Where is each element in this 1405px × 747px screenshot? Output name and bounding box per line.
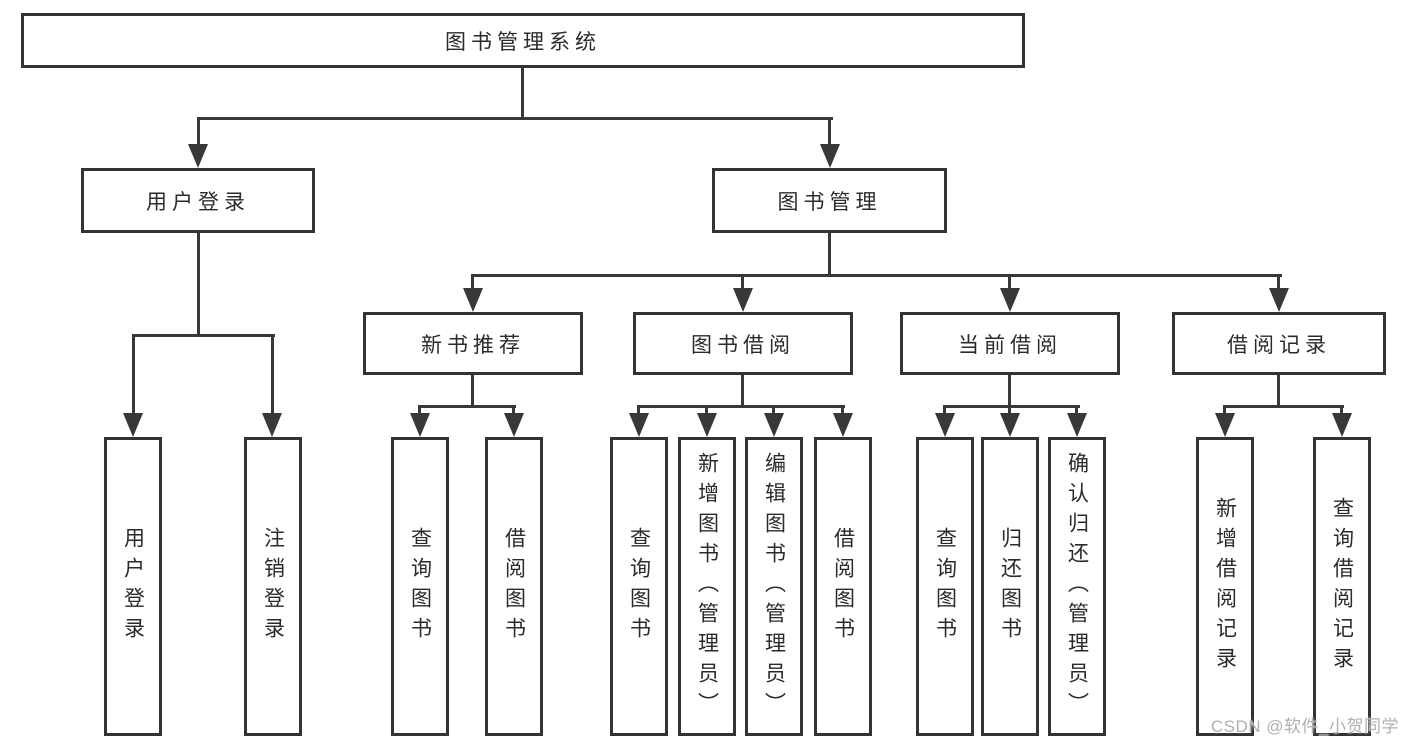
arrowhead-down-icon bbox=[1067, 413, 1087, 437]
connector-line bbox=[1340, 405, 1343, 417]
connector-line bbox=[471, 372, 474, 408]
arrowhead-down-icon bbox=[764, 413, 784, 437]
node-new-book-recommend-label: 新书推荐 bbox=[421, 333, 525, 357]
leaf-user-login: 用户登录 bbox=[104, 437, 162, 736]
node-book-borrow: 图书借阅 bbox=[633, 312, 853, 375]
leaf-confirm-return-admin-label: 确认归还（管理员） bbox=[1065, 451, 1089, 722]
arrowhead-down-icon bbox=[629, 413, 649, 437]
node-user-login: 用户登录 bbox=[81, 168, 315, 233]
arrowhead-down-icon bbox=[1269, 288, 1289, 312]
connector-line bbox=[828, 230, 831, 277]
leaf-logout-label: 注销登录 bbox=[261, 526, 285, 647]
connector-line bbox=[1277, 274, 1280, 293]
leaf-query-books-recommend-label: 查询图书 bbox=[408, 526, 432, 647]
arrowhead-down-icon bbox=[1000, 413, 1020, 437]
connector-line bbox=[841, 405, 844, 417]
arrowhead-down-icon bbox=[697, 413, 717, 437]
leaf-user-login-label: 用户登录 bbox=[121, 526, 145, 647]
connector-line bbox=[132, 334, 275, 337]
connector-line bbox=[197, 117, 833, 120]
leaf-query-borrow-record: 查询借阅记录 bbox=[1313, 437, 1371, 736]
connector-line bbox=[1075, 405, 1078, 417]
connector-line bbox=[637, 405, 845, 408]
arrowhead-down-icon bbox=[1000, 288, 1020, 312]
connector-line bbox=[197, 230, 200, 337]
leaf-add-borrow-record: 新增借阅记录 bbox=[1196, 437, 1254, 736]
leaf-borrow-books-recommend: 借阅图书 bbox=[485, 437, 543, 736]
connector-line bbox=[132, 334, 135, 416]
arrowhead-down-icon bbox=[833, 413, 853, 437]
arrowhead-down-icon bbox=[123, 413, 143, 437]
arrowhead-down-icon bbox=[1332, 413, 1352, 437]
node-user-login-label: 用户登录 bbox=[146, 190, 250, 214]
connector-line bbox=[1223, 405, 1344, 408]
leaf-return-book: 归还图书 bbox=[981, 437, 1039, 736]
node-book-borrow-label: 图书借阅 bbox=[691, 333, 795, 357]
arrowhead-down-icon bbox=[1215, 413, 1235, 437]
leaf-query-books-recommend: 查询图书 bbox=[391, 437, 449, 736]
node-new-book-recommend: 新书推荐 bbox=[363, 312, 583, 375]
arrowhead-down-icon bbox=[262, 413, 282, 437]
connector-line bbox=[772, 405, 775, 417]
leaf-query-books-borrow-label: 查询图书 bbox=[627, 526, 651, 647]
leaf-edit-book-admin-label: 编辑图书（管理员） bbox=[762, 451, 786, 722]
connector-line bbox=[828, 117, 831, 147]
node-current-borrow: 当前借阅 bbox=[900, 312, 1120, 375]
connector-line bbox=[705, 405, 708, 417]
leaf-query-books-current-label: 查询图书 bbox=[933, 526, 957, 647]
leaf-query-borrow-record-label: 查询借阅记录 bbox=[1330, 496, 1354, 677]
leaf-borrow-books-2: 借阅图书 bbox=[814, 437, 872, 736]
connector-line bbox=[943, 405, 946, 417]
arrowhead-down-icon bbox=[733, 288, 753, 312]
arrowhead-down-icon bbox=[410, 413, 430, 437]
connector-line bbox=[521, 65, 524, 119]
leaf-borrow-books-recommend-label: 借阅图书 bbox=[502, 526, 526, 647]
connector-line bbox=[943, 405, 1080, 408]
connector-line bbox=[197, 117, 200, 147]
arrowhead-down-icon bbox=[935, 413, 955, 437]
arrowhead-down-icon bbox=[504, 413, 524, 437]
leaf-query-books-borrow: 查询图书 bbox=[610, 437, 668, 736]
connector-line bbox=[418, 405, 421, 417]
leaf-return-book-label: 归还图书 bbox=[998, 526, 1022, 647]
connector-line bbox=[471, 274, 474, 293]
arrowhead-down-icon bbox=[188, 144, 208, 168]
connector-line bbox=[741, 372, 744, 408]
leaf-borrow-books-2-label: 借阅图书 bbox=[831, 526, 855, 647]
node-borrow-records: 借阅记录 bbox=[1172, 312, 1386, 375]
node-root-label: 图书管理系统 bbox=[445, 30, 601, 54]
connector-line bbox=[418, 405, 516, 408]
leaf-add-borrow-record-label: 新增借阅记录 bbox=[1213, 496, 1237, 677]
leaf-logout: 注销登录 bbox=[244, 437, 302, 736]
connector-line bbox=[1008, 405, 1011, 417]
node-current-borrow-label: 当前借阅 bbox=[958, 333, 1062, 357]
node-book-management: 图书管理 bbox=[712, 168, 947, 233]
node-borrow-records-label: 借阅记录 bbox=[1227, 333, 1331, 357]
arrowhead-down-icon bbox=[820, 144, 840, 168]
arrowhead-down-icon bbox=[463, 288, 483, 312]
connector-line bbox=[512, 405, 515, 417]
connector-line bbox=[271, 334, 274, 416]
node-root: 图书管理系统 bbox=[21, 13, 1025, 68]
connector-line bbox=[1223, 405, 1226, 417]
leaf-add-book-admin: 新增图书（管理员） bbox=[678, 437, 736, 736]
leaf-query-books-current: 查询图书 bbox=[916, 437, 974, 736]
connector-line bbox=[637, 405, 640, 417]
csdn-watermark: CSDN @软件_小贺同学 bbox=[1210, 717, 1399, 736]
connector-line bbox=[1277, 372, 1280, 408]
connector-line bbox=[1008, 274, 1011, 293]
leaf-add-book-admin-label: 新增图书（管理员） bbox=[695, 451, 719, 722]
leaf-edit-book-admin: 编辑图书（管理员） bbox=[745, 437, 803, 736]
connector-line bbox=[471, 274, 1282, 277]
connector-line bbox=[741, 274, 744, 293]
leaf-confirm-return-admin: 确认归还（管理员） bbox=[1048, 437, 1106, 736]
node-book-management-label: 图书管理 bbox=[777, 190, 882, 214]
connector-line bbox=[1008, 372, 1011, 408]
